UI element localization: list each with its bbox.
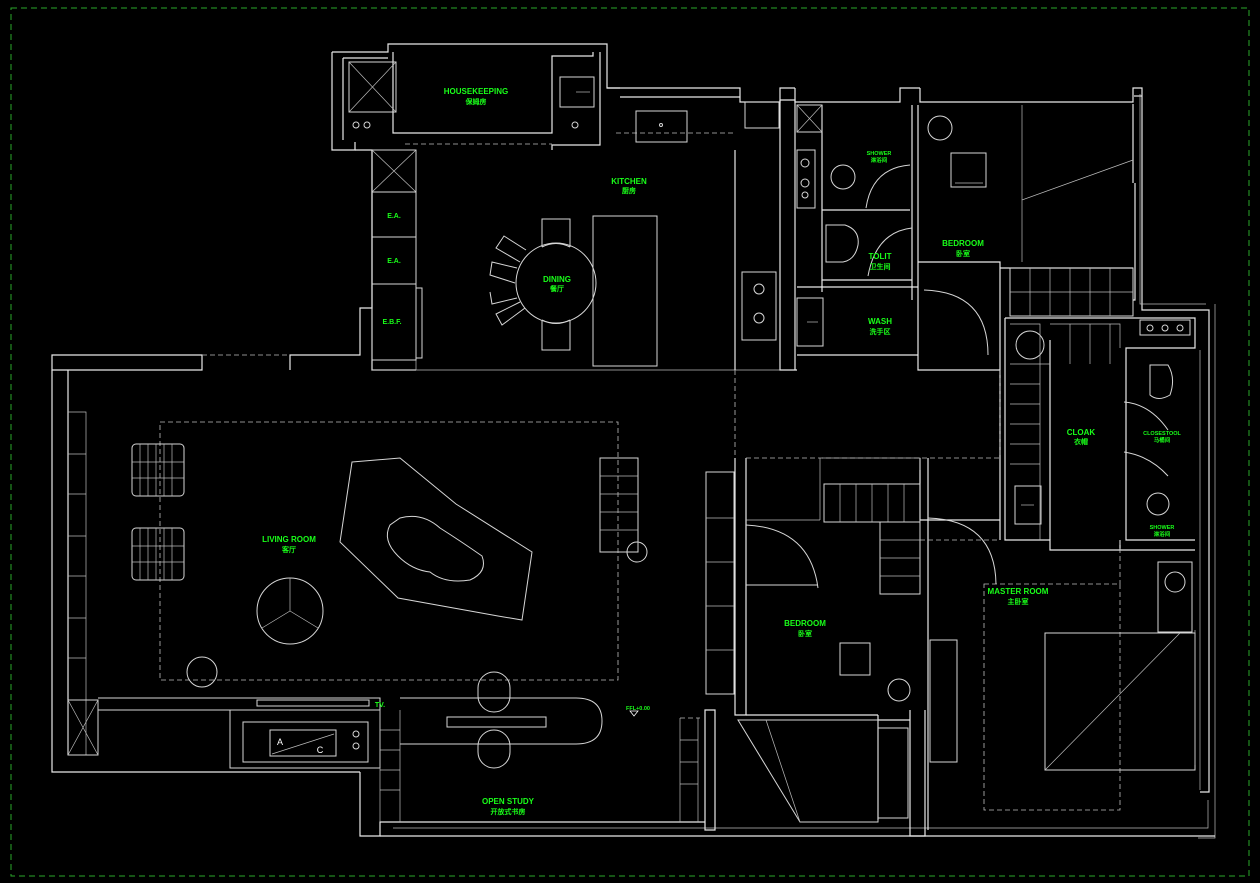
label-shower-top-cn: 淋浴间 [871, 156, 888, 164]
label-cloak-cn: 衣帽 [1074, 437, 1088, 446]
sofa-chair-bottom [131, 527, 185, 581]
label-bedroom-ne-cn: 卧室 [956, 249, 970, 258]
label-ebf: E.B.F. [382, 319, 401, 326]
drawing-border [10, 7, 1250, 877]
label-bedroom-ne: BEDROOM [942, 239, 984, 248]
label-shower-master-cn: 淋浴间 [1154, 530, 1171, 538]
room-labels: HOUSEKEEPING 保姆房 KITCHEN 厨房 DINING 餐厅 SH… [262, 87, 1181, 816]
fixture-labels: E.A. E.A. E.B.F. TV. A C FFL+0.00 [277, 213, 650, 755]
label-housekeeping: HOUSEKEEPING [444, 87, 508, 96]
label-bedroom-mid-cn: 卧室 [798, 629, 812, 638]
label-closestool-cn: 马桶间 [1154, 436, 1171, 444]
label-tv: TV. [375, 702, 385, 709]
label-ac-c: C [317, 745, 324, 755]
label-ac-a: A [277, 737, 283, 747]
dashed-lines [159, 132, 1121, 811]
label-dining: DINING [543, 275, 571, 284]
label-shower-master: SHOWER [1150, 525, 1175, 531]
label-kitchen-cn: 厨房 [622, 186, 636, 195]
label-open-study-cn: 开放式书房 [491, 807, 526, 816]
label-master-room-cn: 主卧室 [1008, 597, 1029, 606]
label-living-room-cn: 客厅 [281, 545, 296, 554]
sofa-chair-top [131, 443, 185, 497]
label-cloak: CLOAK [1067, 428, 1096, 437]
label-wash: WASH [868, 317, 892, 326]
label-toilet-cn: 卫生间 [870, 262, 891, 271]
walls [51, 43, 1216, 839]
label-dining-cn: 餐厅 [549, 284, 564, 293]
label-wash-cn: 洗手区 [870, 327, 891, 336]
label-ea-1: E.A. [387, 213, 401, 220]
level-mark-icon [629, 710, 639, 717]
label-master-room: MASTER ROOM [988, 587, 1049, 596]
label-open-study: OPEN STUDY [482, 797, 535, 806]
label-housekeeping-cn: 保姆房 [465, 97, 487, 106]
label-kitchen: KITCHEN [611, 177, 647, 186]
label-bedroom-mid: BEDROOM [784, 619, 826, 628]
furniture [67, 61, 1196, 823]
label-level-mark: FFL+0.00 [626, 706, 650, 712]
label-closestool: CLOSESTOOL [1143, 431, 1181, 437]
label-shower-top: SHOWER [867, 151, 892, 157]
label-ea-2: E.A. [387, 258, 401, 265]
label-living-room: LIVING ROOM [262, 535, 316, 544]
label-toilet: TOLIT [869, 252, 892, 261]
